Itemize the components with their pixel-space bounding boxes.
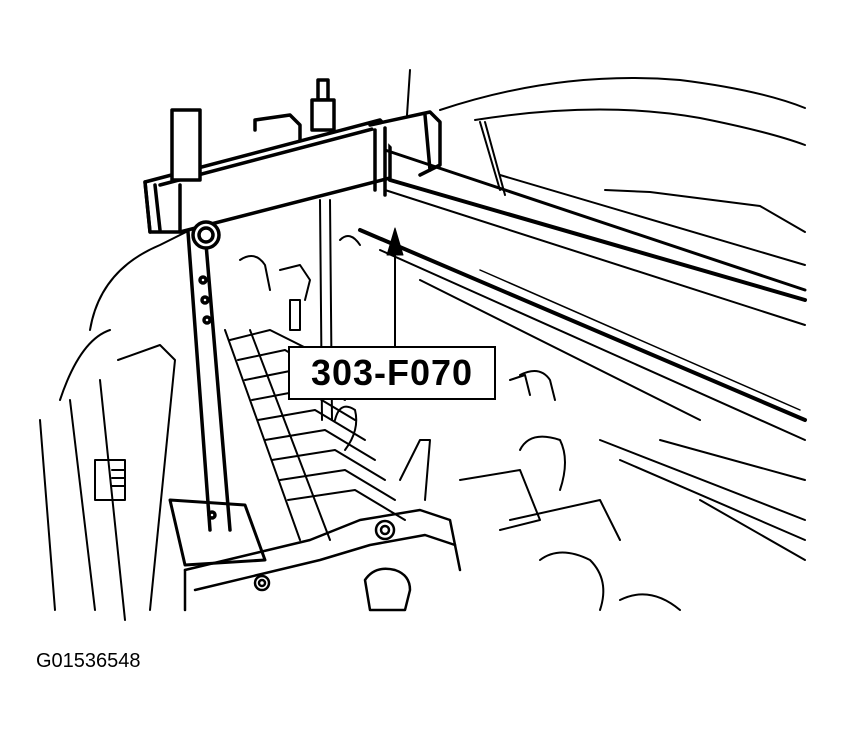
support-bar: [143, 78, 807, 532]
hood-outline: [406, 69, 806, 266]
tool-callout-label: 303-F070: [310, 352, 474, 393]
left-fender: [39, 224, 201, 621]
cowl-rails: [358, 178, 807, 441]
callout-arrow: [386, 227, 404, 347]
lower-rail: [183, 508, 462, 612]
base-plate: [168, 498, 267, 567]
figure-id: G01536548: [36, 650, 141, 672]
engine-components: [239, 235, 806, 611]
tool-callout-box: 303-F070: [288, 346, 496, 400]
